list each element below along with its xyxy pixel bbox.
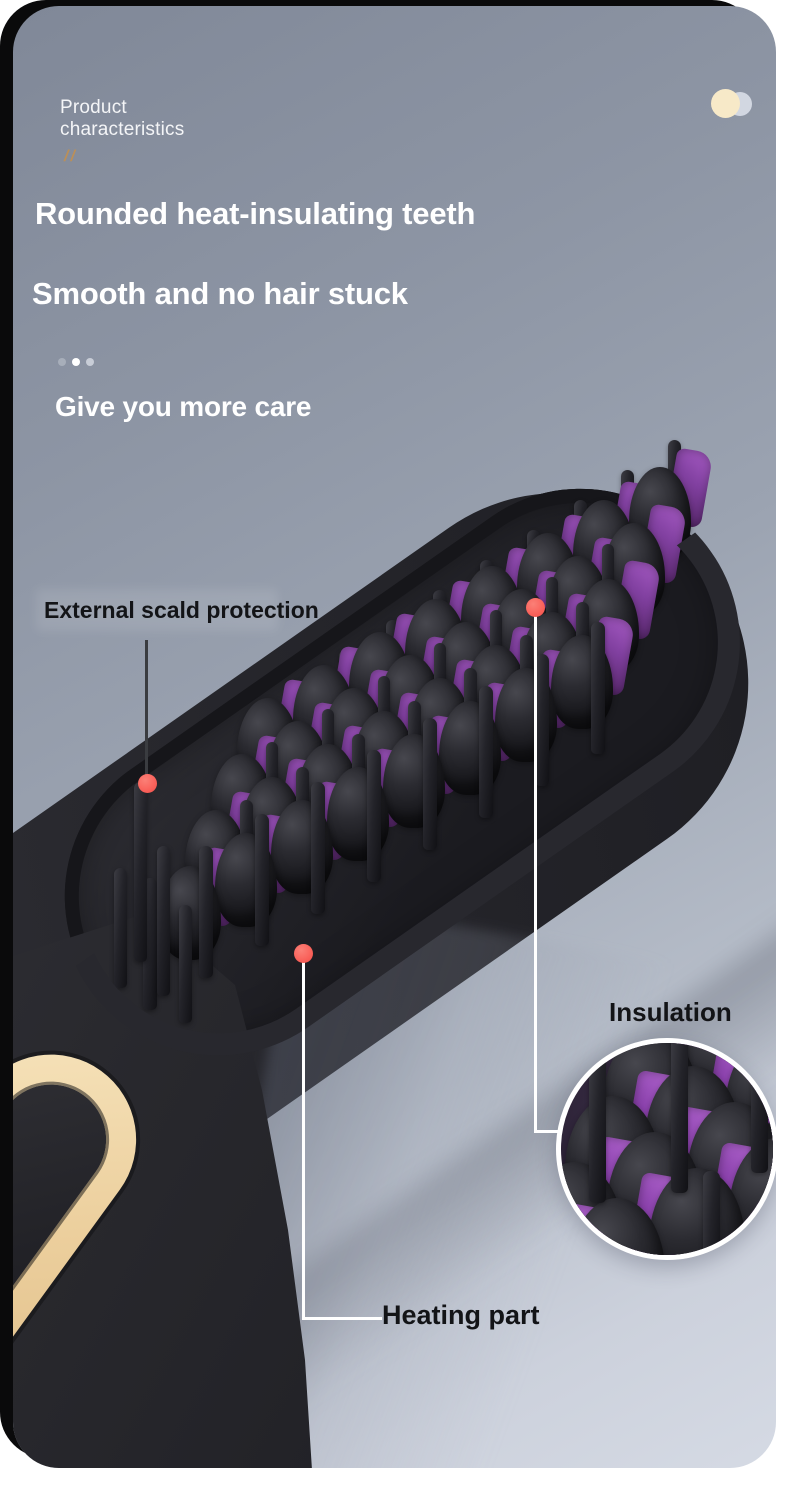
teeth-layer xyxy=(13,6,776,1468)
insulation-callout-dot xyxy=(526,598,545,617)
tagline: Give you more care xyxy=(55,391,312,422)
brush-pin xyxy=(178,905,192,1023)
external-callout-dot xyxy=(138,774,157,793)
ellipsis-dots xyxy=(58,358,94,366)
brush-pin xyxy=(479,686,493,818)
brush-pin xyxy=(156,846,170,996)
heating-callout-line-h xyxy=(302,1317,382,1320)
heating-callout-line-v xyxy=(302,962,305,1320)
brush-pin xyxy=(591,622,605,754)
slashes-icon: // xyxy=(64,148,77,165)
eyebrow-line-1: Product xyxy=(60,97,127,118)
insulation-callout-line-h xyxy=(534,1130,560,1133)
insulation-label: Insulation xyxy=(609,997,732,1027)
headline-2: Smooth and no hair stuck xyxy=(32,276,408,311)
photo-card: Product characteristics // Rounded heat-… xyxy=(13,6,776,1468)
product-scene: Product characteristics // Rounded heat-… xyxy=(13,6,776,1468)
brush-pin xyxy=(133,782,147,962)
eyebrow-line-2: characteristics xyxy=(60,119,185,140)
eyebrow-title: Product characteristics xyxy=(60,97,184,141)
brush-pin xyxy=(702,1171,720,1255)
brush-pin xyxy=(588,1053,606,1203)
label-backing xyxy=(36,589,278,631)
insulation-callout-line-v xyxy=(534,616,537,1132)
brush-pin xyxy=(423,718,437,850)
brush-pin xyxy=(670,1043,688,1193)
brush-pin xyxy=(535,654,549,786)
brush-pin xyxy=(750,1043,768,1173)
heating-callout-dot xyxy=(294,944,313,963)
brush-pin xyxy=(367,750,381,882)
headline-1: Rounded heat-insulating teeth xyxy=(35,196,476,231)
brush-pin xyxy=(199,846,213,978)
external-label: External scald protection xyxy=(44,597,319,623)
external-callout-line xyxy=(145,640,148,775)
dot-1 xyxy=(58,358,66,366)
dot-3 xyxy=(86,358,94,366)
brush-pin xyxy=(143,878,157,1010)
brush-pin xyxy=(311,782,325,914)
dot-2 xyxy=(72,358,80,366)
brush-pin xyxy=(255,814,269,946)
heating-label: Heating part xyxy=(382,1300,540,1330)
inset-view xyxy=(556,1038,776,1260)
decor-circle-cream xyxy=(711,89,740,118)
brush-pin xyxy=(113,868,127,988)
